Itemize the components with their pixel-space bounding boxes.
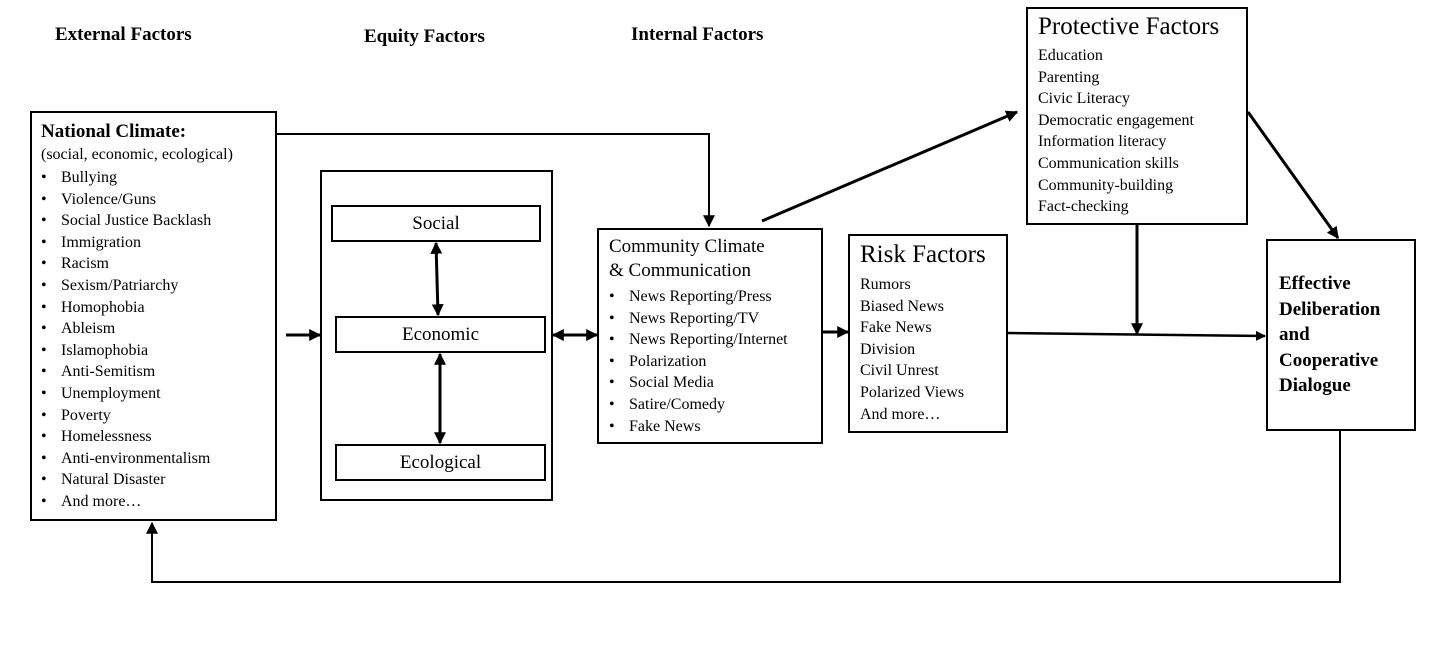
risk-factor-item: Division bbox=[860, 340, 916, 358]
national-climate-item: Racism bbox=[41, 253, 211, 275]
header-internal-factors: Internal Factors bbox=[631, 24, 764, 45]
national-climate-item: Homophobia bbox=[41, 297, 211, 319]
national-climate-item: Natural Disaster bbox=[41, 469, 211, 491]
community-climate-item: Social Media bbox=[609, 372, 788, 394]
national-climate-subtitle: (social, economic, ecological) bbox=[41, 146, 233, 163]
risk-factor-item: Fake News bbox=[860, 319, 932, 337]
national-climate-item: Poverty bbox=[41, 405, 211, 427]
national-climate-box: National Climate: (social, economic, eco… bbox=[30, 111, 277, 521]
community-climate-title-line1: Community Climate bbox=[609, 236, 765, 257]
risk-factors-title: Risk Factors bbox=[860, 241, 986, 268]
national-climate-item: Unemployment bbox=[41, 383, 211, 405]
arrow-social-economic bbox=[430, 241, 444, 317]
protective-factor-item: Parenting bbox=[1038, 68, 1100, 86]
risk-factor-item: Civil Unrest bbox=[860, 362, 939, 380]
risk-factor-item: And more… bbox=[860, 405, 941, 423]
protective-factor-item: Education bbox=[1038, 47, 1103, 64]
protective-factor-item: Information literacy bbox=[1038, 133, 1167, 151]
outcome-line: Effective bbox=[1279, 273, 1351, 294]
arrow-protective-to-outcome bbox=[1246, 111, 1340, 239]
national-climate-item: Sexism/Patriarchy bbox=[41, 275, 211, 297]
national-climate-item: Bullying bbox=[41, 167, 211, 189]
national-climate-item: Islamophobia bbox=[41, 340, 211, 362]
protective-factor-item: Communication skills bbox=[1038, 154, 1179, 172]
community-climate-item: Polarization bbox=[609, 351, 788, 373]
national-climate-list: BullyingViolence/GunsSocial Justice Back… bbox=[41, 167, 211, 513]
outcome-line: Deliberation bbox=[1279, 298, 1381, 320]
outcome-line: Cooperative bbox=[1279, 349, 1379, 371]
community-climate-item: Fake News bbox=[609, 416, 788, 438]
equity-social-box: Social bbox=[331, 205, 541, 242]
protective-factor-item: Civic Literacy bbox=[1038, 90, 1130, 108]
arrow-national-to-community bbox=[277, 133, 715, 228]
community-climate-title-line2: & Communication bbox=[609, 260, 751, 281]
protective-factor-item: Fact-checking bbox=[1038, 198, 1129, 216]
community-climate-item: Satire/Comedy bbox=[609, 394, 788, 416]
national-climate-item: And more… bbox=[41, 491, 211, 513]
national-climate-title: National Climate: bbox=[41, 121, 187, 142]
protective-factor-item: Democratic engagement bbox=[1038, 111, 1194, 129]
header-external-factors: External Factors bbox=[55, 24, 192, 45]
arrow-feedback-loop bbox=[146, 431, 1341, 583]
header-equity-factors: Equity Factors bbox=[364, 26, 485, 47]
national-climate-item: Anti-environmentalism bbox=[41, 448, 211, 470]
community-climate-item: News Reporting/Internet bbox=[609, 329, 788, 351]
national-climate-item: Ableism bbox=[41, 318, 211, 340]
risk-factor-item: Biased News bbox=[860, 297, 944, 315]
protective-factor-item: Community-building bbox=[1038, 176, 1174, 194]
national-climate-item: Immigration bbox=[41, 232, 211, 254]
equity-economic-box: Economic bbox=[335, 316, 546, 353]
community-climate-item: News Reporting/TV bbox=[609, 308, 788, 330]
risk-factor-item: Polarized Views bbox=[860, 383, 965, 401]
community-climate-item: News Reporting/Press bbox=[609, 286, 788, 308]
national-climate-item: Homelessness bbox=[41, 426, 211, 448]
community-climate-list: News Reporting/PressNews Reporting/TVNew… bbox=[609, 286, 788, 437]
outcome-line: Dialogue bbox=[1279, 375, 1351, 396]
protective-factors-title: Protective Factors bbox=[1038, 13, 1220, 40]
national-climate-item: Social Justice Backlash bbox=[41, 210, 211, 232]
outcome-line: and bbox=[1279, 324, 1310, 345]
community-climate-box: Community Climate & Communication News R… bbox=[597, 228, 823, 444]
national-climate-item: Violence/Guns bbox=[41, 189, 211, 211]
risk-factor-item: Rumors bbox=[860, 276, 911, 293]
equity-ecological-box: Ecological bbox=[335, 444, 546, 481]
arrow-risk-to-outcome bbox=[1007, 330, 1266, 341]
national-climate-item: Anti-Semitism bbox=[41, 361, 211, 383]
arrow-community-to-protective bbox=[761, 110, 1019, 223]
